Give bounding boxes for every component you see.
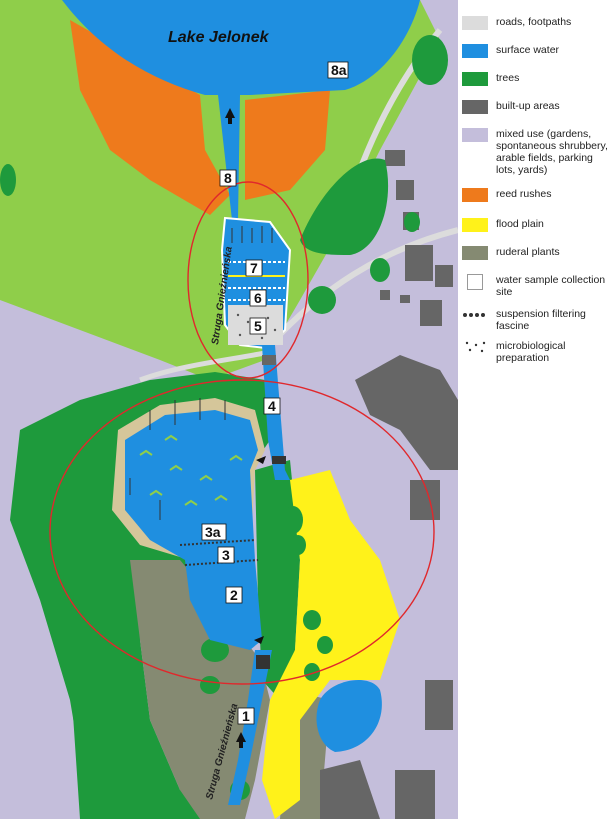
circle-upper <box>187 181 309 379</box>
reed-area-west <box>70 20 230 215</box>
water-swatch <box>462 44 488 58</box>
trees-swatch <box>462 72 488 86</box>
reed-plants-upper <box>231 226 273 243</box>
site-7: 7 <box>245 259 263 277</box>
mixed-use-swatch <box>462 128 488 142</box>
stream-lower <box>228 650 272 805</box>
svg-text:3: 3 <box>222 547 230 563</box>
circle-lower <box>49 379 435 685</box>
svg-text:1: 1 <box>242 708 250 724</box>
lake-label: Lake Jelonek <box>168 29 270 46</box>
svg-text:7: 7 <box>250 260 258 276</box>
plants-lower-pond <box>139 434 243 506</box>
road-east <box>267 227 458 348</box>
site-4: 4 <box>263 397 281 415</box>
svg-text:5: 5 <box>254 318 262 334</box>
site-3: 3 <box>217 546 235 564</box>
reed-swatch <box>462 188 488 202</box>
ruderal-swatch <box>462 246 488 260</box>
svg-text:8: 8 <box>224 170 232 186</box>
roads-swatch <box>462 16 488 30</box>
fascine-dots-icon <box>462 308 488 320</box>
weir-upper <box>262 355 276 365</box>
svg-text:2: 2 <box>230 587 238 603</box>
sample-site-swatch <box>467 274 483 290</box>
site-markers: 8a 8 7 6 5 4 3a 3 <box>201 61 349 725</box>
svg-text:4: 4 <box>268 398 276 414</box>
microbio-dots-upper <box>236 313 277 340</box>
legend-item-trees: trees <box>462 72 610 86</box>
legend-item-ruderal: ruderal plants <box>462 246 610 260</box>
legend-item-water: surface water <box>462 44 610 58</box>
pond-southeast <box>316 679 382 752</box>
site-3a: 3a <box>201 523 227 541</box>
legend-item-mixed-use: mixed use (gardens, spontaneous shrubber… <box>462 128 610 176</box>
wetland-map: Lake Jelonek Struga Gnieźnieńska Struga … <box>0 0 458 819</box>
legend-item-sample-site: water sample collection site <box>462 274 610 298</box>
svg-text:3a: 3a <box>205 524 221 540</box>
stream-upper <box>218 95 240 220</box>
reed-area-east <box>245 90 330 200</box>
svg-text:8a: 8a <box>331 62 347 78</box>
microbio-dots-icon <box>462 340 488 354</box>
site-6: 6 <box>249 289 267 307</box>
built-up-areas <box>320 150 458 819</box>
reed-plants-lower <box>129 398 226 520</box>
built-up-swatch <box>462 100 488 114</box>
site-2: 2 <box>225 586 243 604</box>
legend-item-built-up: built-up areas <box>462 100 610 114</box>
site-1: 1 <box>237 707 255 725</box>
road-west <box>139 349 271 383</box>
legend-item-fascine: suspension filtering fascine <box>462 308 610 332</box>
weir-lower <box>256 655 270 669</box>
legend-item-roads: roads, footpaths <box>462 16 610 30</box>
legend-item-flood-plain: flood plain <box>462 218 610 232</box>
weir-middle <box>272 456 286 464</box>
flow-arrows <box>225 108 266 748</box>
site-8: 8 <box>219 169 237 187</box>
svg-text:6: 6 <box>254 290 262 306</box>
legend-item-microbio: microbiological preparation <box>462 340 610 364</box>
tree-clumps <box>0 35 448 800</box>
site-5: 5 <box>249 317 267 335</box>
trees-west-strip <box>60 590 110 819</box>
flood-plain-swatch <box>462 218 488 232</box>
ruderal-area <box>130 560 270 819</box>
legend-item-reed: reed rushes <box>462 188 610 202</box>
site-8a: 8a <box>327 61 349 79</box>
